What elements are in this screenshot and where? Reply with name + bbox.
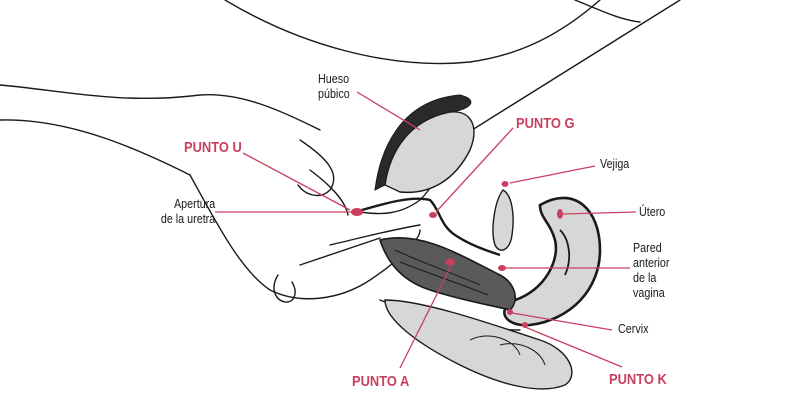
label-cervix: Cervix [618, 322, 649, 336]
finger-lower [299, 237, 381, 266]
vaginal-wall-texture [394, 249, 489, 296]
marker-pared [498, 265, 506, 271]
label-vejiga: Vejiga [600, 157, 630, 171]
point-markers [351, 181, 563, 328]
forearm-top [0, 84, 321, 131]
marker-utero [557, 209, 563, 219]
rectum [384, 299, 573, 390]
marker-vejiga [501, 181, 509, 187]
label-punto-g: PUNTO G [516, 115, 575, 132]
marker-punto-u [351, 208, 363, 216]
marker-punto-a [445, 258, 455, 266]
label-punto-k: PUNTO K [609, 371, 667, 388]
label-punto-u: PUNTO U [184, 139, 242, 156]
forearm-bottom [0, 119, 191, 176]
leader-punto-u [242, 152, 351, 211]
label-utero: Útero [639, 205, 666, 219]
marker-punto-k [522, 322, 528, 328]
urethra [354, 197, 501, 257]
leader-punto-a [399, 265, 452, 369]
belly-contour [224, 0, 601, 65]
leader-hueso [356, 91, 421, 131]
leader-utero [562, 211, 637, 215]
label-hueso-pubico: Hueso púbico [318, 72, 350, 101]
knuckles [309, 169, 349, 216]
marker-punto-g [429, 212, 437, 218]
finger-upper [329, 224, 421, 246]
leader-punto-g [435, 127, 514, 213]
leader-cervix [511, 312, 613, 331]
leader-vejiga [509, 165, 596, 184]
label-pared-anterior: Pared anterior de la vagina [633, 241, 670, 300]
thumb-outline [297, 139, 335, 197]
thumb-tip [273, 274, 296, 303]
back-contour [574, 0, 641, 23]
hand-outline [189, 174, 421, 300]
marker-cervix [507, 309, 513, 315]
bladder [492, 189, 514, 251]
pubic-bone [374, 94, 475, 194]
leader-punto-k [524, 326, 623, 368]
leader-lines [215, 91, 637, 369]
label-apertura-uretra: Apertura de la uretra [160, 197, 215, 226]
label-punto-a: PUNTO A [352, 373, 410, 390]
uterus [503, 196, 602, 327]
